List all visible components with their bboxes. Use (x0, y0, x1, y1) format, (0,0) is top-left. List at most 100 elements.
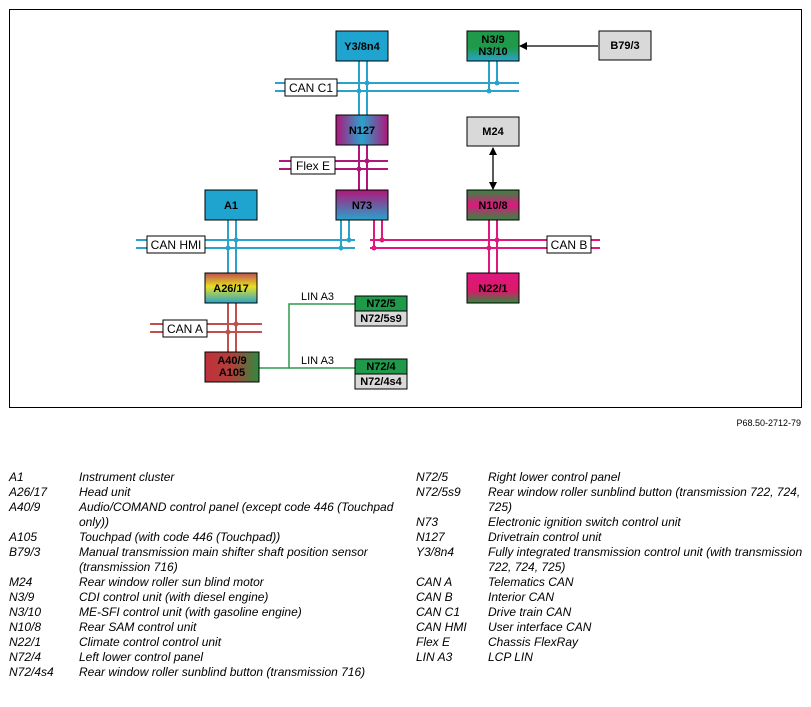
label-flex-e: Flex E (290, 156, 336, 175)
svg-text:N3/9: N3/9 (481, 34, 504, 46)
svg-text:A1: A1 (224, 200, 238, 212)
node-n73: N73 (335, 189, 389, 221)
legend-description: Rear SAM control unit (79, 620, 197, 634)
legend-row: N10/8 Rear SAM control unit (9, 620, 404, 635)
node-n108: N10/8 (466, 189, 520, 221)
node-a2617: A26/17 (204, 272, 258, 304)
legend-row: N72/5 Right lower control panel (416, 470, 806, 485)
node-n127: N127 (335, 114, 389, 146)
label-lin-a3-bottom: LIN A3 (301, 355, 334, 367)
legend-description: Chassis FlexRay (488, 635, 579, 649)
legend-code: B79/3 (9, 545, 41, 559)
legend-description: Drivetrain control unit (488, 530, 602, 544)
legend-row: B79/3 Manual transmission main shifter sh… (9, 545, 404, 575)
node-a1: A1 (204, 189, 258, 221)
diagram-frame (9, 9, 802, 408)
legend-row: A40/9 Audio/COMAND control panel (except … (9, 500, 404, 530)
legend-description: Interior CAN (488, 590, 555, 604)
label-can-hmi: CAN HMI (146, 235, 206, 254)
legend-row: A26/17 Head unit (9, 485, 404, 500)
legend-description: Head unit (79, 485, 131, 499)
svg-text:A40/9: A40/9 (217, 355, 246, 367)
svg-text:N72/5s9: N72/5s9 (360, 313, 402, 325)
legend-code: M24 (9, 575, 33, 589)
legend-row: CAN A Telematics CAN (416, 575, 806, 590)
node-m24: M24 (466, 116, 520, 147)
legend-description: Audio/COMAND control panel (except code … (79, 500, 394, 529)
label-lin-a3-top: LIN A3 (301, 291, 334, 303)
legend-code: N72/5 (416, 470, 449, 484)
legend-code: N72/5s9 (416, 485, 461, 499)
legend-row: CAN B Interior CAN (416, 590, 806, 605)
svg-text:A26/17: A26/17 (213, 283, 248, 295)
legend-description: Rear window roller sun blind motor (79, 575, 264, 589)
legend-description: User interface CAN (488, 620, 592, 634)
figure-reference: P68.50-2712-79 (736, 418, 801, 428)
legend-description: Instrument cluster (79, 470, 175, 484)
lin-a3-lines (259, 303, 355, 369)
legend-description: Drive train CAN (488, 605, 572, 619)
legend-code: CAN B (416, 590, 453, 604)
legend-code: CAN A (416, 575, 453, 589)
legend-description: CDI control unit (with diesel engine) (79, 590, 269, 604)
legend-row: M24 Rear window roller sun blind motor (9, 575, 404, 590)
legend-description: Right lower control panel (488, 470, 621, 484)
legend-row: A1 Instrument cluster (9, 470, 404, 485)
legend-row: N73 Electronic ignition switch control un… (416, 515, 806, 530)
node-n39-n310: N3/9 N3/10 (466, 30, 520, 62)
svg-text:N22/1: N22/1 (478, 283, 507, 295)
svg-text:N127: N127 (349, 125, 375, 137)
legend-row: A105 Touchpad (with code 446 (Touchpad)) (9, 530, 404, 545)
legend-code: N72/4 (9, 650, 42, 664)
legend-row: N127 Drivetrain control unit (416, 530, 806, 545)
legend-code: N22/1 (9, 635, 42, 649)
legend-description: Touchpad (with code 446 (Touchpad)) (79, 530, 281, 544)
legend-code: N10/8 (9, 620, 42, 634)
label-can-b: CAN B (546, 235, 592, 254)
legend-code: A1 (9, 470, 24, 484)
legend-code: A105 (9, 530, 38, 544)
label-can-c1: CAN C1 (284, 78, 338, 97)
svg-text:N72/5: N72/5 (366, 298, 395, 310)
svg-text:N3/10: N3/10 (478, 46, 507, 58)
svg-text:CAN HMI: CAN HMI (151, 238, 202, 252)
legend-code: N3/10 (9, 605, 42, 619)
legend-description: Fully integrated transmission control un… (488, 545, 803, 574)
svg-text:Y3/8n4: Y3/8n4 (344, 41, 380, 53)
svg-text:M24: M24 (482, 126, 504, 138)
node-n724s4: N72/4s4 (354, 373, 408, 390)
legend-code: A26/17 (9, 485, 48, 499)
legend-code: LIN A3 (416, 650, 453, 664)
legend-code: A40/9 (9, 500, 41, 514)
legend-code: N72/4s4 (9, 665, 54, 679)
node-n725: N72/5 (354, 295, 408, 312)
legend-description: Electronic ignition switch control unit (488, 515, 681, 529)
svg-text:A105: A105 (219, 367, 245, 379)
svg-text:N72/4s4: N72/4s4 (360, 376, 402, 388)
svg-text:CAN A: CAN A (167, 322, 203, 336)
legend-row: CAN HMI User interface CAN (416, 620, 806, 635)
legend-code: N73 (416, 515, 439, 529)
svg-text:N73: N73 (352, 200, 372, 212)
legend-description: Manual transmission main shifter shaft p… (79, 545, 368, 574)
node-n724: N72/4 (354, 358, 408, 375)
node-y38n4: Y3/8n4 (335, 30, 389, 62)
legend-description: Rear window roller sunblind button (tran… (79, 665, 366, 679)
svg-text:N72/4: N72/4 (366, 361, 396, 373)
legend-code: N127 (416, 530, 445, 544)
node-n725s9: N72/5s9 (354, 310, 408, 327)
legend-row: N72/4s4 Rear window roller sunblind butto… (9, 665, 404, 680)
legend-code: CAN HMI (416, 620, 467, 634)
legend-description: Telematics CAN (488, 575, 574, 589)
node-a409-a105: A40/9 A105 (204, 351, 260, 383)
